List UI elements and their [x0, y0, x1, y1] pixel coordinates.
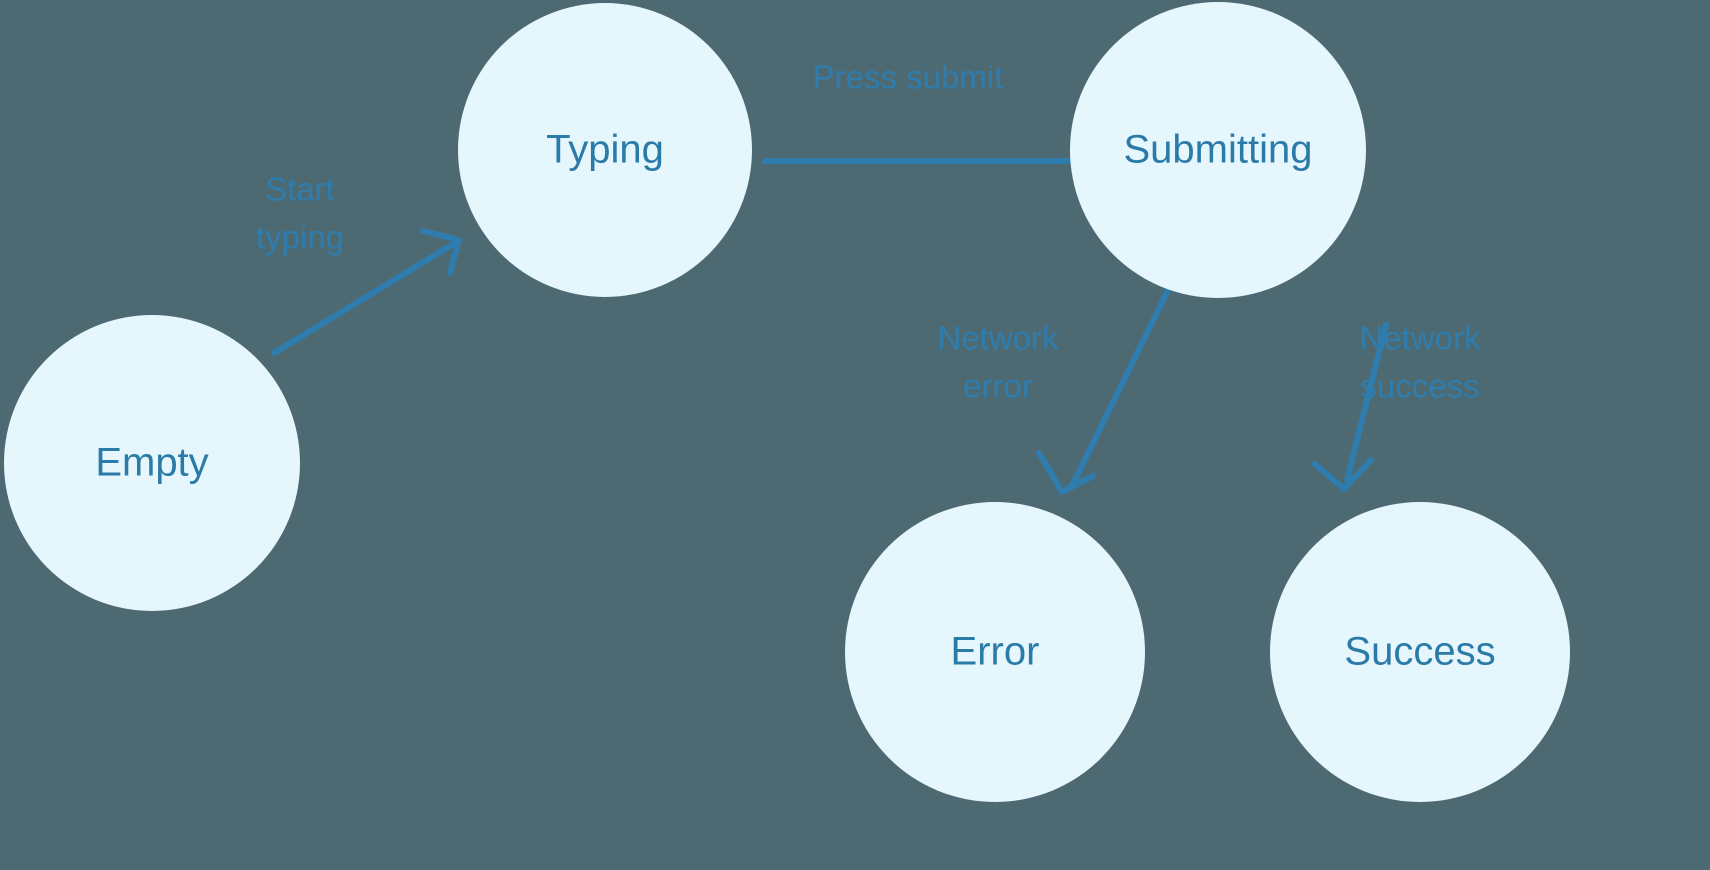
- node-typing-label: Typing: [546, 128, 664, 172]
- node-empty-label: Empty: [95, 441, 208, 485]
- node-typing[interactable]: Typing: [458, 3, 752, 297]
- node-submitting[interactable]: Submitting: [1070, 2, 1366, 298]
- node-error[interactable]: Error: [845, 502, 1145, 802]
- edge-typing-to-submitting-label-line1: Press submit: [813, 59, 1004, 96]
- node-empty[interactable]: Empty: [4, 315, 300, 611]
- node-empty-circle: [4, 315, 300, 611]
- node-success[interactable]: Success: [1270, 502, 1570, 802]
- edge-empty-to-typing-label-line1: Start: [265, 171, 335, 208]
- edge-submitting-to-success[interactable]: Network success: [1312, 320, 1481, 492]
- node-submitting-circle: [1070, 2, 1366, 298]
- node-error-circle: [845, 502, 1145, 802]
- node-error-label: Error: [951, 630, 1040, 674]
- edge-submitting-to-error-label-line2: error: [963, 368, 1033, 405]
- edge-submitting-to-error-arrowhead: [1036, 450, 1096, 495]
- edge-empty-to-typing-arrowhead: [420, 228, 462, 276]
- edge-submitting-to-error[interactable]: Network error: [937, 287, 1171, 495]
- node-submitting-label: Submitting: [1124, 128, 1313, 172]
- edge-submitting-to-success-line: [1344, 322, 1389, 483]
- edge-submitting-to-success-label-line2: success: [1360, 368, 1479, 405]
- edge-submitting-to-success-label-line1: Network: [1359, 320, 1481, 357]
- edge-submitting-to-success-arrowhead: [1312, 457, 1374, 492]
- edge-submitting-to-error-line: [1069, 287, 1171, 489]
- edge-empty-to-typing-label-line2: typing: [256, 219, 344, 256]
- edge-empty-to-typing-line: [271, 240, 458, 356]
- node-success-circle: [1270, 502, 1570, 802]
- edge-empty-to-typing[interactable]: Start typing: [256, 171, 462, 356]
- node-typing-circle: [458, 3, 752, 297]
- edge-submitting-to-error-label-line1: Network: [937, 320, 1059, 357]
- node-success-label: Success: [1344, 630, 1495, 674]
